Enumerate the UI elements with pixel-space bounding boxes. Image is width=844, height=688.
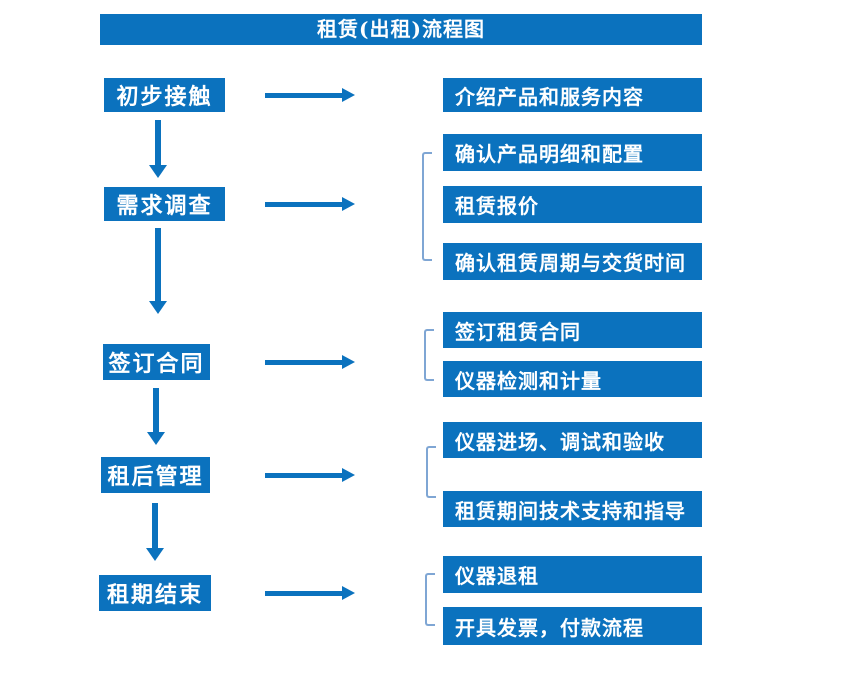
detail-box-confirm-product-details: 确认产品明细和配置 [443,134,702,171]
detail-box-sign-rental-contract: 签订租赁合同 [443,312,702,348]
arrow-shaft [152,503,158,548]
step-box-post-rental-management: 租后管理 [101,457,210,493]
detail-box-technical-support-guidance: 租赁期间技术支持和指导 [443,491,702,527]
arrow-head-icon [342,197,355,211]
step-box-demand-survey: 需求调查 [104,187,225,221]
detail-box-confirm-rental-period-delivery: 确认租赁周期与交货时间 [443,243,702,280]
arrow-head-icon [342,586,355,600]
step-box-initial-contact: 初步接触 [104,78,225,112]
down-arrow-1 [149,120,167,178]
detail-box-instrument-testing-metering: 仪器检测和计量 [443,361,702,397]
right-arrow-1 [265,88,355,102]
right-arrow-2 [265,197,355,211]
detail-box-instrument-return: 仪器退租 [443,556,702,593]
bracket-group-5 [425,573,435,626]
arrow-head-icon [149,301,167,314]
right-arrow-4 [265,468,355,482]
arrow-shaft [153,388,159,432]
arrow-head-icon [342,355,355,369]
right-arrow-3 [265,355,355,369]
bracket-group-2 [422,152,432,261]
bracket-group-4 [426,446,436,498]
bracket-group-3 [424,329,434,381]
down-arrow-2 [149,228,167,314]
flowchart-title: 租赁(出租)流程图 [100,14,702,45]
arrow-head-icon [342,88,355,102]
detail-box-introduce-products-services: 介绍产品和服务内容 [443,78,702,112]
arrow-head-icon [342,468,355,482]
arrow-shaft [265,202,343,207]
arrow-shaft [265,473,343,478]
arrow-shaft [265,591,343,596]
arrow-head-icon [147,432,165,445]
arrow-head-icon [146,548,164,561]
arrow-shaft [265,93,343,98]
arrow-shaft [155,120,161,165]
arrow-shaft [265,360,343,365]
step-box-sign-contract: 签订合同 [103,344,210,380]
arrow-head-icon [149,165,167,178]
detail-box-rental-quotation: 租赁报价 [443,186,702,223]
arrow-shaft [155,228,161,301]
right-arrow-5 [265,586,355,600]
detail-box-invoice-payment-process: 开具发票，付款流程 [443,607,702,645]
down-arrow-3 [147,388,165,445]
detail-box-instrument-setup-acceptance: 仪器进场、调试和验收 [443,422,702,458]
step-box-lease-end: 租期结束 [99,575,211,611]
down-arrow-4 [146,503,164,561]
